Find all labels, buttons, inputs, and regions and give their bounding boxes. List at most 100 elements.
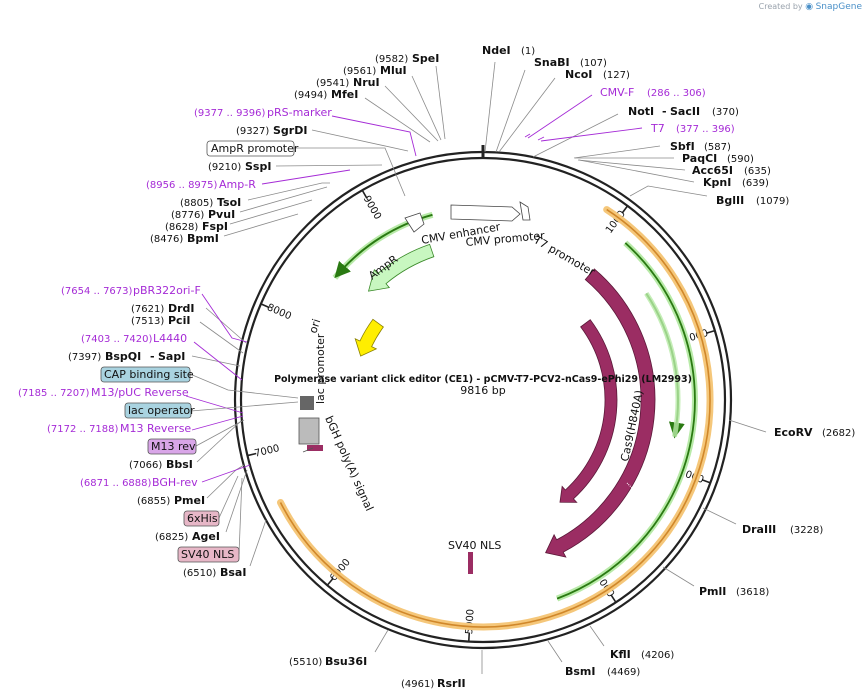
enzyme-fspi[interactable]: (8628) FspI [165, 199, 313, 233]
enzyme-bsmi[interactable]: BsmI (4469) [547, 640, 640, 678]
enzyme-tsoi[interactable]: (8805) TsoI [180, 182, 330, 209]
leader-bpmi [223, 213, 299, 237]
enzyme-snabi[interactable]: SnaBI (107) [495, 56, 607, 153]
enzyme-bglii[interactable]: BglII (1079) [629, 185, 789, 207]
primer-amp-r[interactable]: (8956 .. 8975) Amp-R [146, 169, 351, 191]
box-text: M13 rev [151, 440, 196, 453]
enzyme-pos: (4469) [607, 667, 640, 678]
primer-cmv-f[interactable]: CMV-F (286 .. 306) [524, 86, 706, 139]
enzyme-name: BbsI [166, 458, 193, 471]
backbone [233, 145, 733, 650]
leader-kfli [589, 625, 605, 647]
boxed-feature-labels: AmpR promoter CAP binding site lac opera… [100, 140, 406, 563]
enzyme-pcii[interactable]: (7513) PciI [131, 314, 244, 354]
enzyme-sgrdi[interactable]: (9327) SgrDI [236, 124, 409, 152]
enzyme-name: NruI [353, 76, 380, 89]
label-t7-promoter: T7 promoter [531, 233, 598, 279]
enzyme-draiii[interactable]: DraIII (3228) [702, 507, 823, 536]
enzyme-sbfi[interactable]: SbfI (587) [573, 140, 731, 159]
feature-arcs [277, 206, 714, 631]
leader-mfei [364, 97, 431, 143]
primer-m13-reverse[interactable]: (7172 .. 7188) M13 Reverse [47, 415, 244, 435]
box-bg [147, 438, 197, 455]
primer-m13puc-reverse[interactable]: (7185 .. 7207) M13/pUC Reverse [18, 386, 244, 414]
box-6xhis[interactable]: 6xHis [183, 475, 239, 527]
lac-operator-block [300, 396, 314, 410]
enzyme-pvui[interactable]: (8776) PvuI [171, 186, 328, 221]
cas9h840a-green-glow [644, 292, 681, 438]
enzyme-nrui[interactable]: (9541) NruI [316, 76, 439, 142]
box-lac-operator[interactable]: lac operator [124, 401, 299, 419]
enzyme-pmli[interactable]: PmlI (3618) [662, 566, 769, 598]
enzyme-pos: (9327) [236, 126, 269, 137]
box-sv40-nls[interactable]: SV40 NLS [177, 477, 243, 563]
enzyme-spei[interactable]: (9582) SpeI [375, 52, 446, 140]
leader-pcii [199, 321, 244, 354]
enzyme-mfei[interactable]: (9494) MfeI [294, 88, 431, 143]
enzyme-name: Bsu36I [325, 655, 367, 668]
enzyme-kpni[interactable]: KpnI (639) [578, 159, 769, 189]
tick-mark [621, 205, 629, 214]
enzyme-agei[interactable]: (6825) AgeI [155, 469, 248, 543]
label-bgh-polya: bGH poly(A) signal [322, 414, 376, 513]
enzyme-bspqi-sapi[interactable]: (7397) BspQI - SapI [68, 350, 241, 367]
enzyme-pos: (370) [712, 107, 739, 118]
enzyme-bpmi[interactable]: (8476) BpmI [150, 213, 299, 245]
enzyme-pos: (1079) [756, 196, 789, 207]
branding-prefix: Created by [758, 2, 803, 11]
box-bg [206, 140, 295, 157]
enzyme-name: TsoI [217, 196, 241, 209]
cas9-h840a-arrow [545, 268, 656, 558]
primer-leader [201, 293, 248, 343]
tick-mark [260, 303, 270, 309]
cas9-outer-core [556, 242, 696, 600]
tick-mark [610, 594, 617, 603]
primer-prs-marker[interactable]: (9377 .. 9396) pRS-marker [194, 106, 417, 157]
enzyme-ecorv[interactable]: EcoRV (2682) [728, 419, 855, 439]
bgh-polya-block [298, 417, 320, 445]
primer-bgh-rev[interactable]: (6871 .. 6888) BGH-rev [80, 464, 251, 489]
primer-pbr322ori-f[interactable]: (7654 .. 7673) pBR322ori-F [61, 284, 248, 343]
tick-mark [701, 479, 711, 484]
enzyme-sspi[interactable]: (9210) SspI [208, 160, 383, 173]
leader-bsai [249, 519, 267, 567]
leader-nrui [384, 85, 439, 142]
enzyme-pos: (9561) [343, 66, 376, 77]
enzyme-bbsi[interactable]: (7066) BbsI [129, 420, 242, 471]
his-tag-block [307, 445, 323, 451]
primer-range: (8956 .. 8975) [146, 180, 218, 191]
box-bg [124, 402, 192, 419]
enzyme-paqci[interactable]: PaqCI (590) [575, 152, 754, 165]
primer-t7[interactable]: T7 (377 .. 396) [537, 122, 735, 142]
enzyme-ncoi[interactable]: NcoI (127) [498, 68, 630, 153]
enzyme-kfli[interactable]: KflI (4206) [589, 625, 674, 661]
enzyme-name: SpeI [412, 52, 439, 65]
enzyme-ndei[interactable]: NdeI (1) [482, 44, 535, 153]
enzyme-drdi[interactable]: (7621) DrdI [131, 302, 247, 344]
enzyme-bsai[interactable]: (6510) BsaI [183, 519, 267, 579]
enzyme-rsrii[interactable]: (4961) RsrII [401, 650, 483, 690]
box-m13-rev[interactable]: M13 rev [147, 419, 245, 455]
enzyme-noti-sacii[interactable]: NotI - SacII (370) [532, 105, 739, 158]
enzyme-name: RsrII [437, 677, 466, 690]
plasmid-length: 9816 bp [460, 384, 505, 397]
box-leader [189, 373, 299, 399]
leader-ndei [484, 61, 496, 153]
primer-labels: CMV-F (286 .. 306) T7 (377 .. 396) (9377… [18, 86, 735, 489]
primer-leader [193, 341, 243, 381]
leader-agei [225, 469, 248, 533]
primer-l4440[interactable]: (7403 .. 7420) L4440 [81, 332, 243, 381]
tick-label: 8000 [265, 302, 293, 322]
leader-sgrdi [311, 129, 409, 152]
enzyme-bsu36i[interactable]: (5510) Bsu36I [289, 629, 389, 668]
leader-mlui [411, 75, 442, 141]
enzyme-mlui[interactable]: (9561) MluI [343, 64, 442, 141]
box-cap-binding-site[interactable]: CAP binding site [100, 366, 299, 399]
box-ampr-promoter[interactable]: AmpR promoter [206, 140, 406, 197]
leader-snabi [495, 69, 526, 153]
primer-range: (7654 .. 7673) [61, 286, 133, 297]
primer-name: M13/pUC Reverse [91, 386, 189, 399]
box-bg [183, 510, 220, 527]
primer-leader [191, 415, 244, 431]
enzyme-acc65i[interactable]: Acc65I (635) [577, 159, 771, 177]
